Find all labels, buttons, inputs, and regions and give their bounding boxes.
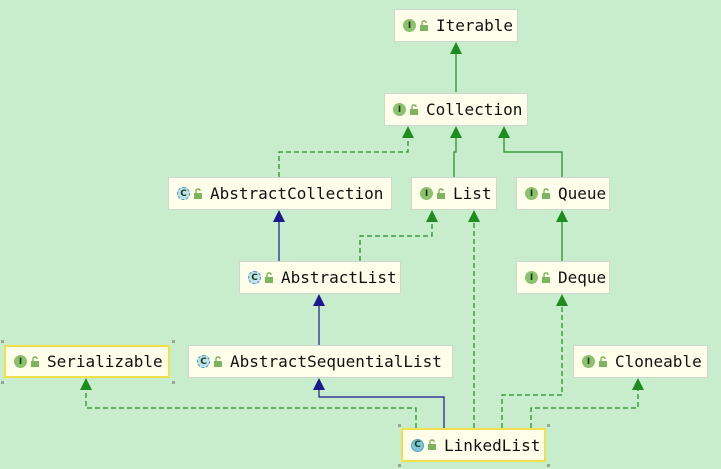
- abstract-class-icon: C: [197, 355, 210, 368]
- lock-open-icon: [194, 187, 202, 199]
- edge-list-collection: [450, 126, 462, 177]
- edge-linkedlist-abstractsequentiallist: [313, 378, 445, 428]
- interface-icon: I: [403, 19, 416, 32]
- node-iterable[interactable]: I Iterable: [394, 9, 518, 42]
- lock-open-icon: [265, 271, 273, 283]
- node-abstract-list[interactable]: C AbstractList: [239, 261, 401, 294]
- node-label: LinkedList: [444, 435, 541, 455]
- node-cloneable[interactable]: I Cloneable: [573, 345, 708, 378]
- node-abstract-collection[interactable]: C AbstractCollection: [168, 177, 392, 210]
- edge-abstractcollection-collection: [278, 126, 414, 177]
- node-collection[interactable]: I Collection: [384, 93, 528, 126]
- node-label: AbstractList: [281, 268, 397, 287]
- lock-open-icon: [410, 103, 418, 115]
- node-label: Deque: [558, 268, 607, 287]
- edge-linkedlist-serializable: [80, 378, 417, 428]
- node-label: Iterable: [436, 16, 514, 35]
- node-deque[interactable]: I Deque: [516, 261, 610, 294]
- lock-open-icon: [428, 439, 436, 450]
- lock-open-icon: [214, 355, 222, 367]
- selection-handle: [547, 464, 550, 467]
- lock-open-icon: [31, 355, 39, 367]
- selection-handle: [172, 340, 175, 343]
- abstract-class-icon: C: [177, 187, 190, 200]
- node-label: Queue: [558, 184, 607, 203]
- node-label: List: [453, 184, 492, 203]
- interface-icon: I: [582, 355, 595, 368]
- interface-icon: I: [525, 187, 538, 200]
- node-label: AbstractCollection: [210, 184, 384, 203]
- node-label: Cloneable: [615, 352, 702, 371]
- lock-open-icon: [599, 355, 607, 367]
- selection-handle: [1, 381, 4, 384]
- node-queue[interactable]: I Queue: [516, 177, 610, 210]
- interface-icon: I: [393, 103, 406, 116]
- node-abstract-sequential-list[interactable]: C AbstractSequentialList: [188, 345, 453, 378]
- selection-handle: [547, 424, 550, 427]
- node-serializable[interactable]: I Serializable: [4, 345, 170, 378]
- edge-linkedlist-deque: [501, 294, 568, 428]
- edge-queue-collection: [498, 126, 563, 177]
- selection-handle: [398, 424, 401, 427]
- edge-linkedlist-cloneable: [530, 378, 644, 428]
- node-linked-list[interactable]: C LinkedList: [401, 428, 546, 462]
- lock-open-icon: [542, 271, 550, 283]
- node-label: AbstractSequentialList: [230, 352, 442, 371]
- interface-icon: I: [14, 355, 27, 368]
- node-label: Collection: [426, 100, 523, 119]
- selection-handle: [172, 381, 175, 384]
- node-label: Serializable: [47, 352, 163, 371]
- node-list[interactable]: I List: [411, 177, 497, 210]
- interface-icon: I: [420, 187, 433, 200]
- class-icon: C: [411, 438, 424, 452]
- lock-open-icon: [437, 187, 445, 199]
- selection-handle: [1, 340, 4, 343]
- edge-abstractlist-list: [359, 210, 438, 261]
- abstract-class-icon: C: [248, 271, 261, 284]
- selection-handle: [398, 464, 401, 467]
- lock-open-icon: [420, 19, 428, 31]
- lock-open-icon: [542, 187, 550, 199]
- interface-icon: I: [525, 271, 538, 284]
